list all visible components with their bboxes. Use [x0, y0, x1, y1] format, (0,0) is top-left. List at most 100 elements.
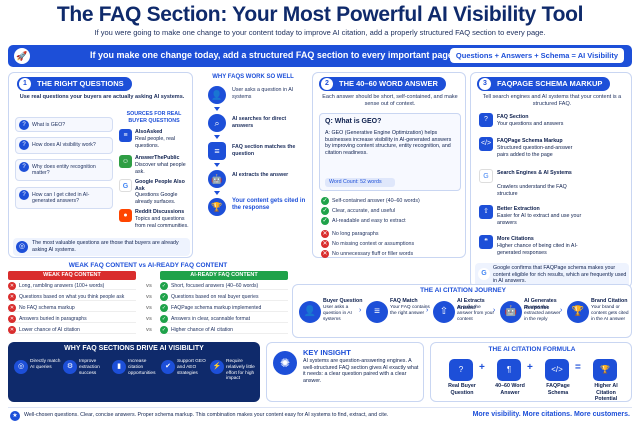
question-icon: ? [449, 359, 473, 381]
weak-text: Long, rambling answers (100+ words) [19, 283, 105, 289]
weak-row: ✕Questions based on what you think peopl… [8, 293, 136, 301]
section-1-note: ◎ The most valuable questions are those … [13, 238, 190, 256]
section-2-intro: Each answer should be short, self-contai… [322, 94, 458, 107]
formula-operator: + [527, 362, 533, 373]
why-step: User asks a question in AI systems [232, 87, 294, 100]
drive-item: Require relatively little effort for hig… [226, 359, 255, 382]
cross-icon: ✕ [8, 326, 16, 334]
cross-icon: ✕ [8, 293, 16, 301]
top-banner: 🚀 If you make one change today, add a st… [8, 45, 632, 67]
journey-step-desc: Your FAQ contains the right answer [390, 305, 430, 316]
section-1-intro: Use real questions your buyers are actua… [19, 94, 185, 100]
section-compare: WEAK FAQ CONTENT vs AI-READY FAQ CONTENT… [8, 262, 288, 338]
question-item: ?How does AI visibility work? [15, 137, 113, 154]
check-icon: ✓ [160, 304, 168, 312]
bolt-icon: ⚡ [210, 360, 224, 374]
journey-step-desc: Your brand or content gets cited in the … [591, 305, 629, 322]
weak-text: Answers buried in paragraphs [19, 316, 87, 322]
footer: ★ Well-chosen questions. Clear, concise … [8, 407, 632, 423]
strong-text: Higher chance of AI citation [171, 327, 234, 333]
weak-text: Questions based on what you think people… [19, 294, 125, 300]
arrow-down-icon [214, 191, 220, 195]
arrow-right-icon: › [493, 307, 496, 314]
drive-item: Improve extraction success [79, 359, 100, 376]
drive-item: Directly match AI queries [30, 359, 61, 370]
strong-text: Answers in clear, scannable format [171, 316, 250, 322]
question-item: ?Why does entity recognition matter? [15, 159, 113, 181]
schema-note: G Google confirms that FAQPage schema ma… [475, 263, 629, 287]
strong-row: ✓Questions based on real buyer queries [160, 293, 288, 301]
banner-text: If you make one change today, add a stru… [90, 50, 456, 60]
faq-icon: ≡ [208, 142, 226, 160]
strong-text: Questions based on real buyer queries [171, 294, 259, 300]
strong-row: ✓Answers in clear, scannable format [160, 315, 288, 323]
question-icon: ? [19, 190, 29, 200]
vs-label: vs [146, 327, 152, 333]
strong-row: ✓FAQPage schema markup implemented [160, 304, 288, 312]
gear-icon: ⚙ [63, 360, 77, 374]
drive-item: Increase citation opportunities [128, 359, 156, 376]
check-icon: ✓ [321, 217, 329, 225]
strong-text: FAQPage schema markup implemented [171, 305, 262, 311]
check-icon: ✓ [160, 282, 168, 290]
formula-operator: = [575, 362, 581, 373]
reddit-icon: ● [119, 209, 132, 222]
star-icon: ★ [10, 411, 20, 421]
cross-icon: ✕ [8, 315, 16, 323]
cross-icon: ✕ [8, 304, 16, 312]
user-icon: 👤 [208, 86, 226, 104]
strong-header: AI-READY FAQ CONTENT [160, 271, 288, 280]
extract-icon: ⇧ [479, 205, 493, 219]
extract-icon: ⇧ [433, 301, 455, 323]
target-icon: ◎ [14, 360, 28, 374]
weak-row: ✕Long, rambling answers (100+ words) [8, 282, 136, 290]
page-subtitle: If you were going to make one change to … [94, 28, 546, 37]
source-answerthepublic: ☺ AnswerThePublic Discover what people a… [119, 155, 191, 179]
rocket-icon: 🚀 [14, 48, 30, 64]
check-icon: ✓ [160, 326, 168, 334]
page-title: The FAQ Section: Your Most Powerful AI V… [56, 3, 584, 26]
cross-icon: ✕ [321, 250, 329, 258]
question-icon: ? [19, 120, 29, 130]
formula-item: Higher AI Citation Potential [594, 383, 618, 402]
google-icon: G [479, 169, 493, 183]
trophy-icon: 🏆 [567, 301, 589, 323]
formula-item: Real Buyer Question [448, 383, 476, 396]
question-icon: ? [19, 140, 29, 150]
document-icon: ¶ [497, 359, 521, 381]
section-insight: ✺ KEY INSIGHT AI systems are question-an… [266, 342, 424, 402]
search-icon: ⌕ [208, 114, 226, 132]
why-step: Your content gets cited in the response [232, 198, 306, 211]
arrow-right-icon: › [359, 307, 362, 314]
word-count: Word Count: 52 words [325, 178, 395, 187]
arrow-right-icon: › [426, 307, 429, 314]
journey-step-name: Brand Citation [591, 298, 628, 304]
weak-text: No FAQ schema markup [19, 305, 75, 311]
faq-example: Q: What is GEO? A: GEO (Generative Engin… [319, 113, 461, 191]
source-reddit: ● Reddit Discussions Topics and question… [119, 209, 191, 233]
journey-step-name: AI Extracts Answer [457, 298, 485, 311]
weak-text: Lower chance of AI citation [19, 327, 80, 333]
check-icon: ✓ [321, 197, 329, 205]
bar-chart-icon: ▮ [112, 360, 126, 374]
cross-icon: ✕ [8, 282, 16, 290]
vs-label: vs [146, 294, 152, 300]
code-icon: </> [545, 359, 569, 381]
robot-icon: 🤖 [500, 301, 522, 323]
section-formula: THE AI CITATION FORMULA ?Real Buyer Ques… [430, 342, 632, 402]
strong-row: ✓Higher chance of AI citation [160, 326, 288, 334]
check-icon: ✓ [321, 207, 329, 215]
sources-title: SOURCES FOR REAL BUYER QUESTIONS [126, 111, 182, 124]
vs-label: vs [146, 283, 152, 289]
section-why-faqs: WHY FAQS WORK SO WELL 👤 User asks a ques… [198, 72, 308, 258]
